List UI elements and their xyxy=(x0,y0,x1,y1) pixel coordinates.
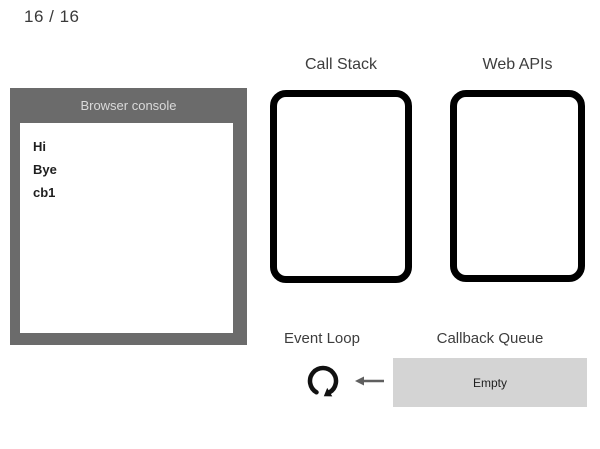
web-apis-box xyxy=(450,90,585,282)
call-stack-title: Call Stack xyxy=(304,56,378,73)
call-stack-box xyxy=(270,90,412,283)
console-log-line: cb1 xyxy=(33,185,56,200)
callback-queue-box: Empty xyxy=(393,358,587,407)
browser-console-panel: Browser console Hi Bye cb1 xyxy=(10,88,247,345)
loop-arrow-icon xyxy=(304,363,344,405)
page-counter: 16 / 16 xyxy=(24,7,80,26)
web-apis-title: Web APIs xyxy=(482,56,553,73)
console-log-line: Bye xyxy=(33,162,57,177)
event-loop-label: Event Loop xyxy=(284,330,360,347)
left-arrow-icon xyxy=(353,373,387,389)
console-log-line: Hi xyxy=(33,139,46,154)
callback-queue-label: Callback Queue xyxy=(436,330,544,347)
browser-console-output: Hi Bye cb1 xyxy=(20,123,233,333)
browser-console-title: Browser console xyxy=(80,98,177,113)
callback-queue-content: Empty xyxy=(472,375,507,390)
